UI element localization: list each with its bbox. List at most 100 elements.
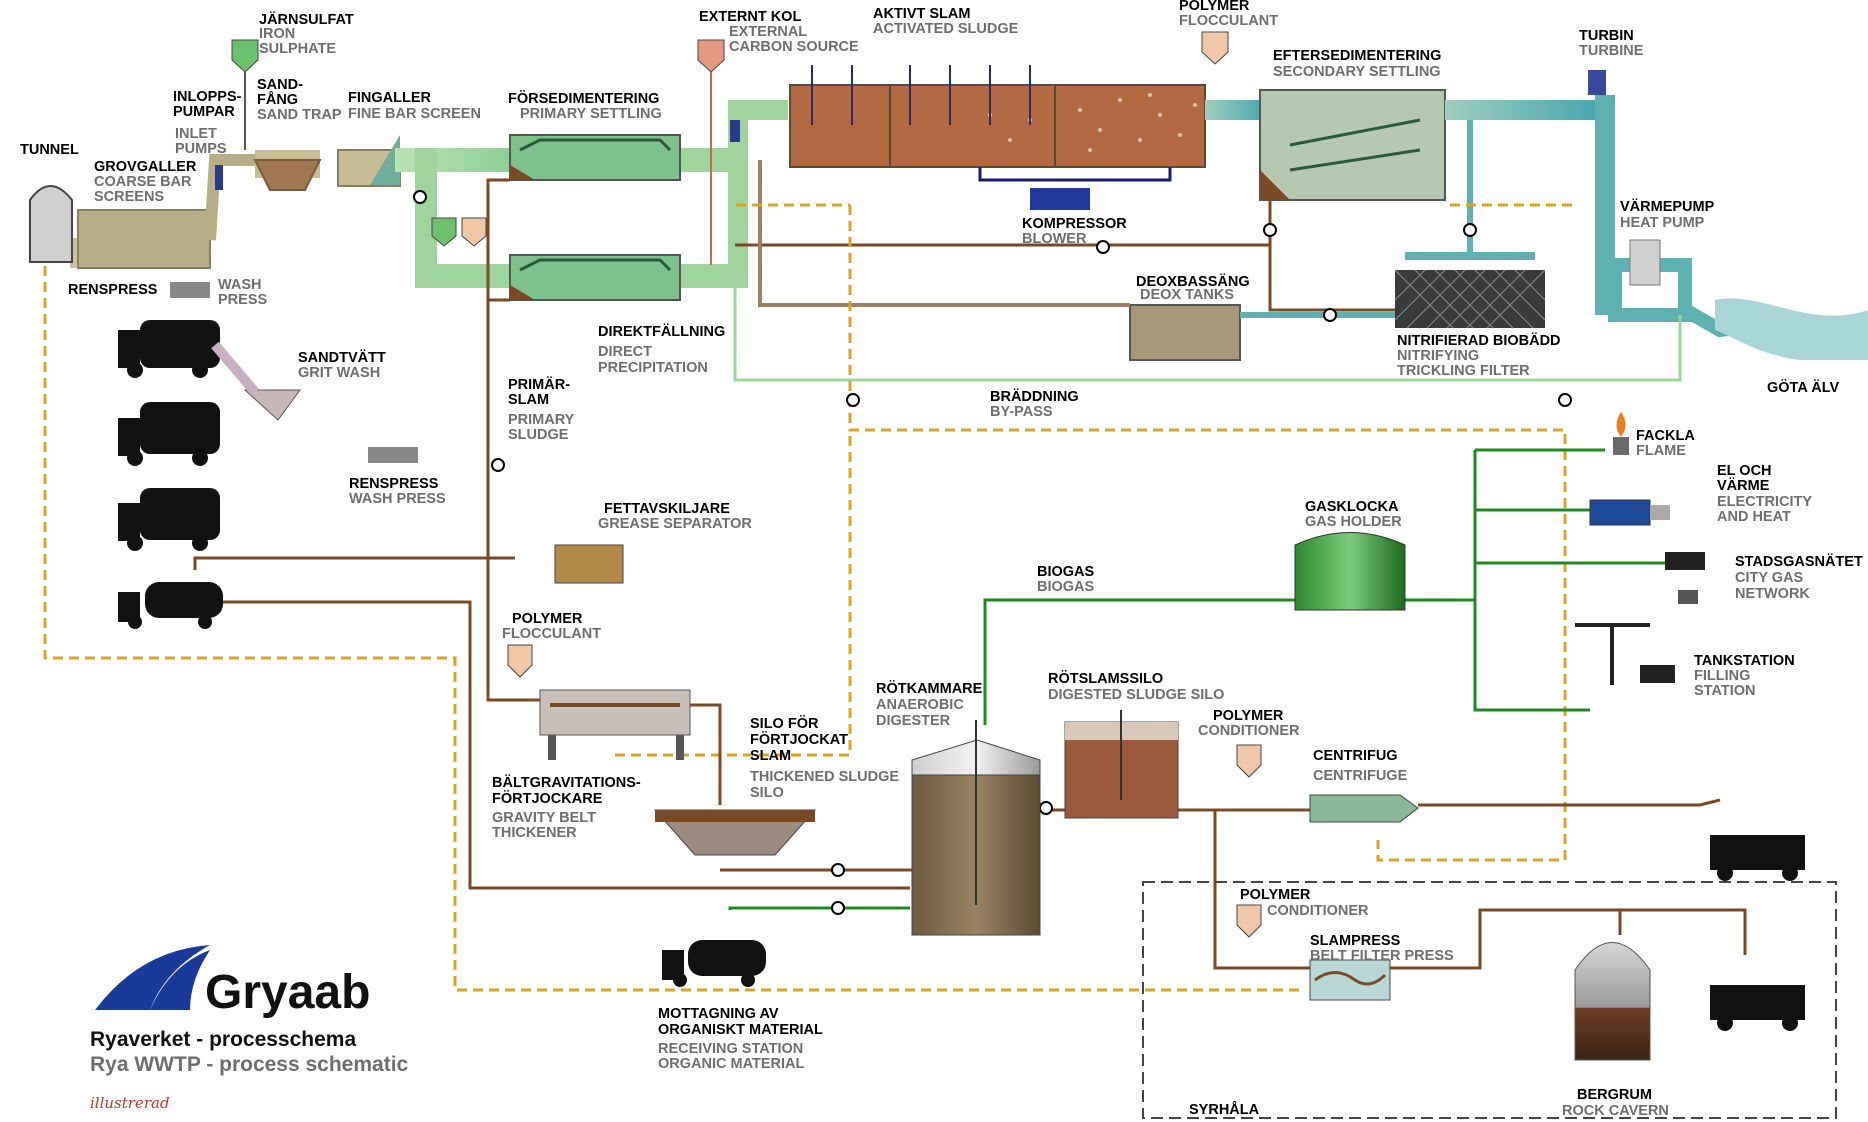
label-syrhala: SYRHÅLA — [1189, 1101, 1260, 1118]
label-renspress2-sv: RENSPRESS — [349, 476, 439, 492]
label-gasklocka-sv: GASKLOCKA — [1305, 499, 1399, 515]
label-stadsgas-en1: CITY GAS — [1735, 570, 1804, 586]
truck-5 — [1710, 985, 1805, 1031]
label-bergrum-en: ROCK CAVERN — [1562, 1103, 1669, 1119]
label-rotkammare-en2: DIGESTER — [876, 713, 951, 729]
label-grovgaller-en1: COARSE BAR — [94, 174, 192, 190]
label-varmepump-en: HEAT PUMP — [1620, 215, 1705, 231]
label-mottagning-en1: RECEIVING STATION — [658, 1041, 803, 1057]
label-fingaller-en: FINE BAR SCREEN — [348, 106, 481, 122]
water-line — [70, 65, 1868, 382]
label-inlopps-en1: INLET — [175, 126, 217, 142]
label-forsed-en: PRIMARY SETTLING — [520, 106, 662, 122]
label-sandtvatt-sv: SANDTVÄTT — [298, 349, 386, 366]
label-renspress1-en1: WASH — [218, 277, 262, 293]
label-renspress1-sv: RENSPRESS — [68, 282, 158, 298]
label-direkt-en1: DIRECT — [598, 344, 652, 360]
label-grovgaller-en2: SCREENS — [94, 189, 164, 205]
label-stadsgas-en2: NETWORK — [1735, 586, 1810, 602]
label-silo-sv2: FÖRTJOCKAT — [750, 731, 848, 748]
label-aktivt-en: ACTIVATED SLUDGE — [873, 21, 1019, 37]
label-varmepump-sv: VÄRMEPUMP — [1620, 198, 1715, 215]
label-silo-sv1: SILO FÖR — [750, 715, 819, 732]
label-primar-en2: SLUDGE — [508, 427, 569, 443]
label-deox-en: DEOX TANKS — [1140, 287, 1234, 303]
label-polymer4-en: CONDITIONER — [1267, 903, 1369, 919]
label-polymer1-en: FLOCCULANT — [1179, 13, 1278, 29]
label-deox-sv: DEOXBASSÄNG — [1136, 273, 1250, 290]
label-nitri-en1: NITRIFYING — [1397, 348, 1479, 364]
label-tankstation-en2: STATION — [1694, 683, 1755, 699]
truck-1 — [118, 320, 220, 378]
label-centrifug-sv: CENTRIFUG — [1313, 748, 1398, 764]
label-biogas-en: BIOGAS — [1037, 579, 1095, 595]
label-polymer4-sv: POLYMER — [1240, 887, 1311, 903]
label-turbin-en: TURBINE — [1579, 43, 1644, 59]
label-el-en1: ELECTRICITY — [1717, 494, 1812, 510]
label-mottagning-sv1: MOTTAGNING AV — [658, 1006, 779, 1022]
label-el-sv1: EL OCH — [1717, 463, 1772, 479]
label-braddning-sv: BRÄDDNING — [990, 388, 1079, 405]
label-inlopps-en2: PUMPS — [175, 141, 227, 157]
label-fackla-sv: FACKLA — [1636, 428, 1695, 444]
title-sv: Ryaverket - processchema — [90, 1028, 356, 1051]
truck-tanker-2 — [662, 940, 766, 987]
text-labels: TUNNEL JÄRNSULFAT IRON SULPHATE INLOPPS-… — [20, 0, 1863, 1119]
label-polymer3-en: CONDITIONER — [1198, 723, 1300, 739]
label-fackla-en: FLAME — [1636, 443, 1686, 459]
title-en: Rya WWTP - process schematic — [90, 1053, 409, 1076]
label-primar-en1: PRIMARY — [508, 412, 575, 428]
label-rotkammare-en1: ANAEROBIC — [876, 697, 964, 713]
gryaab-logo-mark — [95, 945, 210, 1010]
label-rotkammare-sv: RÖTKAMMARE — [876, 680, 983, 697]
dosing-containers — [231, 31, 1262, 938]
gryaab-logo-text: Gryaab — [205, 966, 370, 1019]
label-primar-sv1: PRIMÄR- — [508, 376, 570, 393]
label-externkol-en2: CARBON SOURCE — [729, 39, 859, 55]
truck-tanker-1 — [118, 582, 223, 629]
label-silo-en2: SILO — [750, 785, 784, 801]
label-direkt-en2: PRECIPITATION — [598, 360, 708, 376]
sludge-equipment — [539, 412, 1705, 1061]
label-balt-en2: THICKENER — [492, 825, 577, 841]
return-dashed-lines — [43, 203, 1575, 992]
label-polymer2-en: FLOCCULANT — [502, 626, 601, 642]
label-tankstation-sv: TANKSTATION — [1694, 653, 1795, 669]
label-polymer2-sv: POLYMER — [512, 611, 583, 627]
truck-3 — [118, 488, 220, 551]
label-forsed-sv: FÖRSEDIMENTERING — [508, 90, 659, 107]
label-kompressor-en: BLOWER — [1022, 231, 1087, 247]
signature-logo: illustrerad — [90, 1094, 170, 1112]
misc-equipment — [29, 120, 740, 463]
label-nitri-sv: NITRIFIERAD BIOBÄDD — [1397, 332, 1561, 349]
truck-2 — [118, 402, 220, 466]
label-centrifug-en: CENTRIFUGE — [1313, 768, 1408, 784]
label-primar-sv2: SLAM — [508, 392, 549, 408]
label-balt-sv2: FÖRTJOCKARE — [492, 790, 603, 807]
syrhala-frame — [1142, 881, 1837, 1119]
label-el-en2: AND HEAT — [1717, 509, 1791, 525]
label-jarnsulfat-en2: SULPHATE — [259, 41, 336, 57]
trucks — [118, 320, 1805, 1031]
label-balt-en1: GRAVITY BELT — [492, 810, 596, 826]
label-mottagning-en2: ORGANIC MATERIAL — [658, 1056, 804, 1072]
label-fett-en: GREASE SEPARATOR — [598, 516, 752, 532]
label-tankstation-en1: FILLING — [1694, 668, 1750, 684]
truck-4 — [1710, 835, 1805, 881]
label-gasklocka-en: GAS HOLDER — [1305, 514, 1402, 530]
label-el-sv2: VÄRME — [1717, 477, 1770, 494]
label-aktivt-sv: AKTIVT SLAM — [873, 6, 970, 22]
label-turbin-sv: TURBIN — [1579, 28, 1634, 44]
label-balt-sv1: BÄLTGRAVITATIONS- — [492, 774, 641, 791]
label-eftersed-sv: EFTERSEDIMENTERING — [1273, 48, 1441, 64]
label-stadsgas-sv: STADSGASNÄTET — [1735, 553, 1863, 570]
label-jarnsulfat-en1: IRON — [259, 26, 295, 42]
label-kompressor-sv: KOMPRESSOR — [1022, 216, 1127, 232]
label-sandtvatt-en: GRIT WASH — [298, 365, 380, 381]
label-nitri-en2: TRICKLING FILTER — [1397, 363, 1530, 379]
label-fingaller-sv: FINGALLER — [348, 90, 431, 106]
label-braddning-en: BY-PASS — [990, 404, 1053, 420]
label-externkol-sv: EXTERNT KOL — [699, 9, 801, 25]
label-mottagning-sv2: ORGANISKT MATERIAL — [658, 1022, 823, 1038]
label-silo-en1: THICKENED SLUDGE — [750, 769, 899, 785]
